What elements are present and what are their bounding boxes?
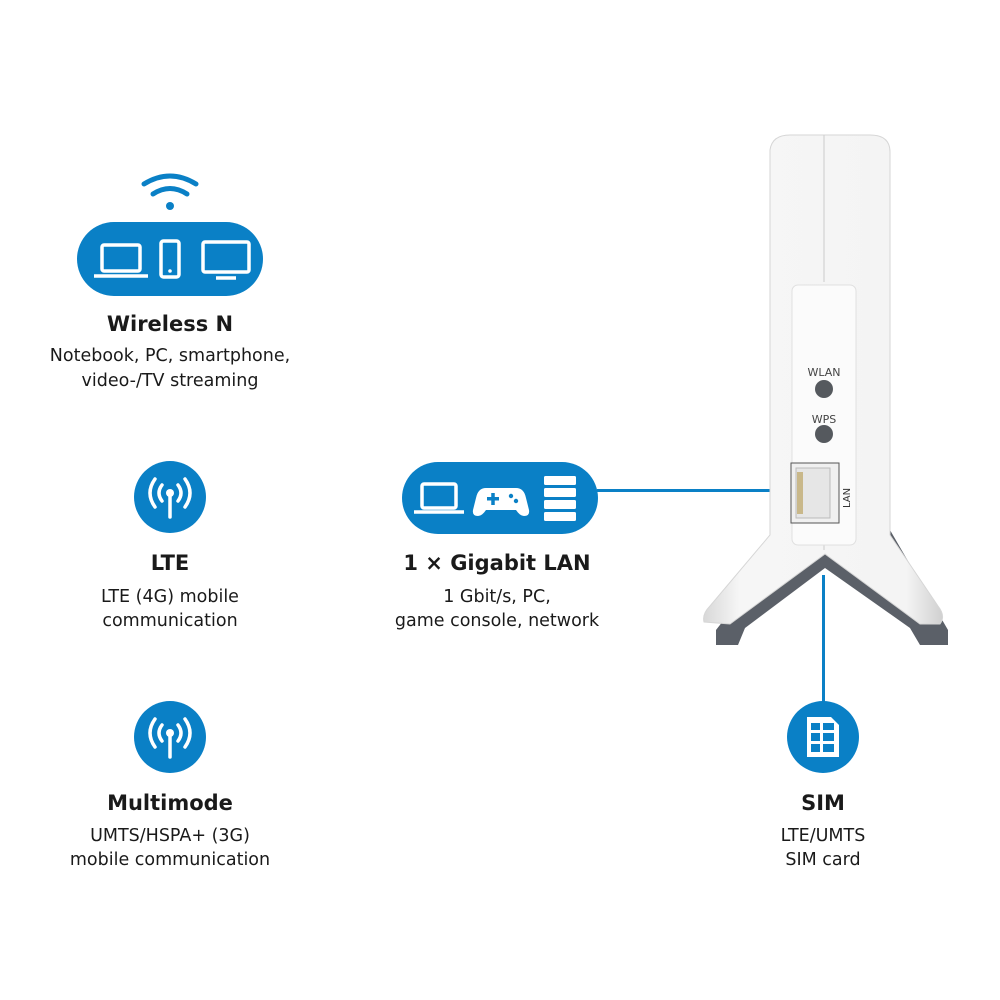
lte-desc-1: LTE (4G) mobile [101, 587, 239, 607]
laptop-icon [414, 482, 464, 514]
lan-connector-line [597, 489, 790, 492]
wireless-desc-2: video-/TV streaming [81, 371, 259, 391]
sim-card-icon [787, 701, 859, 773]
multimode-desc-1: UMTS/HSPA+ (3G) [90, 826, 250, 846]
wireless-icon-group [77, 173, 263, 296]
lan-icon-group [402, 462, 598, 534]
antenna-icon [134, 461, 206, 533]
lan-port-label: LAN [842, 488, 853, 508]
sim-title: SIM [801, 791, 845, 815]
sim-desc-1: LTE/UMTS [780, 826, 866, 846]
server-icon [544, 476, 576, 521]
lte-desc-2: communication [102, 611, 238, 631]
sim-desc-2: SIM card [785, 850, 861, 870]
gamepad-icon [472, 488, 530, 516]
smartphone-icon [159, 239, 181, 279]
wlan-button-label: WLAN [807, 366, 840, 379]
multimode-title: Multimode [107, 791, 233, 815]
sim-connector-line [822, 575, 825, 703]
lan-desc-2: game console, network [394, 611, 600, 631]
wlan-button [815, 380, 833, 398]
lte-title: LTE [150, 551, 190, 575]
wifi-icon [141, 173, 199, 210]
wireless-desc-1: Notebook, PC, smartphone, [49, 346, 291, 366]
lan-desc-1: 1 Gbit/s, PC, [443, 587, 551, 607]
wps-button-label: WPS [812, 413, 837, 426]
wireless-title: Wireless N [106, 312, 234, 336]
router-device: WLAN WPS LAN [703, 134, 948, 645]
laptop-icon [94, 243, 148, 278]
antenna-icon [134, 701, 206, 773]
wps-button [815, 425, 833, 443]
multimode-desc-2: mobile communication [69, 850, 271, 870]
lan-title: 1 × Gigabit LAN [403, 551, 591, 575]
monitor-icon [201, 240, 251, 280]
